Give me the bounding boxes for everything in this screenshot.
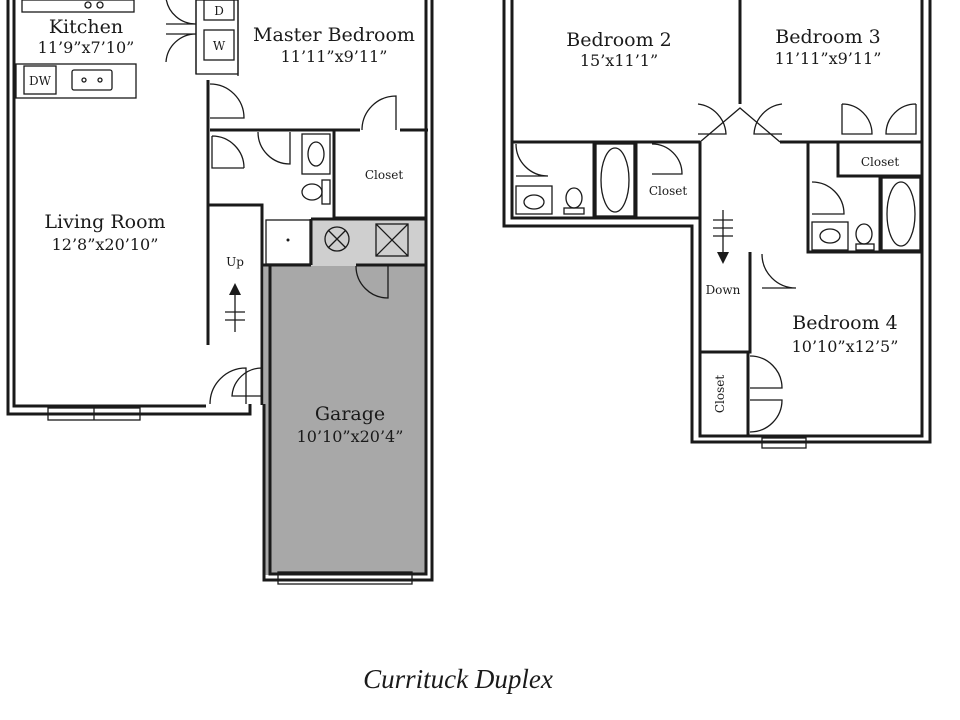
kitchen-counter [15, 63, 137, 99]
bath-divider [592, 142, 638, 218]
first-floor-closet-label: Closet [365, 168, 404, 182]
bath-a-toilet [565, 187, 583, 209]
sink [71, 69, 113, 91]
bedroom4-name: Bedroom 4 [792, 312, 897, 334]
bedroom3-name: Bedroom 3 [775, 26, 880, 48]
closet-a-label: Closet [649, 184, 688, 198]
door-swing-bath-a [515, 143, 549, 177]
bath-b-tub [881, 177, 921, 251]
door-swing-laundry [165, 0, 197, 25]
first-floor [6, 0, 434, 585]
bedroom4-dim: 10’10”x12’5” [792, 337, 899, 356]
second-floor [502, 0, 932, 449]
door-swing-bed3-closet-l [841, 103, 873, 135]
door-swing-garage [355, 265, 389, 299]
first-floor-outer-wall [6, 0, 434, 582]
garage-dim: 10’10”x20’4” [297, 427, 404, 446]
bath-wall [208, 130, 336, 267]
bed4-wall [700, 252, 752, 354]
door-swing-bath-2 [257, 131, 291, 165]
stairs-down-arrow [713, 210, 733, 264]
washer-label: W [213, 39, 226, 53]
closet-b-label: Closet [861, 155, 900, 169]
living-room-name: Living Room [44, 211, 165, 233]
bath-a-sink [515, 185, 553, 215]
first-floor-inner-wall-right [268, 0, 428, 576]
garage-area [264, 266, 426, 575]
master-bedroom-name: Master Bedroom [253, 24, 415, 46]
hall-angle [699, 107, 781, 143]
door-swing-master [209, 83, 245, 119]
living-room-dim: 12’8”x20’10” [52, 235, 159, 254]
bed3-closet-wall [836, 142, 922, 252]
washer [203, 29, 235, 61]
stairs-up-arrow [225, 283, 245, 332]
door-swing-bath [211, 135, 245, 169]
stairs-down-label: Down [706, 283, 741, 297]
closet-c-label: Closet [713, 375, 727, 414]
door-swing-master-closet [361, 95, 397, 131]
hall-east-wall [806, 142, 922, 254]
bedroom4-window [761, 437, 807, 449]
water-heater [324, 226, 350, 252]
utility-area [311, 219, 426, 266]
door-swing-bath-b [811, 181, 845, 215]
bath-sink [301, 133, 331, 175]
master-bedroom-dim: 11’11”x9’11” [281, 47, 388, 66]
kitchen-dim: 11’9”x7’10” [38, 38, 135, 57]
stairs-up-label: Up [226, 255, 244, 269]
second-floor-outer-wall [502, 0, 932, 444]
door-swing-entry [209, 367, 247, 405]
bedroom3-dim: 11’11”x9’11” [775, 49, 882, 68]
linen-shelf [265, 219, 311, 265]
plan-title: Currituck Duplex [363, 664, 553, 694]
bedroom2-name: Bedroom 2 [566, 29, 671, 51]
door-swing-laundry-2 [165, 33, 197, 63]
door-swing-closet-a [651, 143, 683, 175]
laundry-closet [195, 0, 239, 75]
door-swing-bed3-closet-r [885, 103, 917, 135]
door-swing-bed3 [753, 103, 783, 135]
garage-name: Garage [315, 403, 385, 425]
door-swing-bed2 [697, 103, 727, 135]
hvac-unit [375, 223, 409, 257]
dishwasher-label: DW [29, 74, 52, 88]
bath-b-sink [811, 221, 849, 251]
garage-window [277, 571, 413, 585]
dryer [203, 0, 235, 21]
door-swing-closet-c [749, 355, 783, 433]
toilet-bowl [301, 183, 323, 201]
range-top [21, 0, 135, 13]
bath-a-tub [595, 143, 635, 217]
dryer-label: D [214, 4, 224, 18]
dishwasher [23, 65, 57, 95]
bath-b-toilet [855, 223, 873, 245]
first-floor-inner-wall-left [12, 0, 206, 408]
toilet-tank [321, 179, 331, 205]
bath-a-toilet-tank [563, 207, 585, 215]
bedroom2-dim: 15’x11’1” [580, 51, 658, 70]
kitchen-name: Kitchen [49, 16, 123, 38]
door-swing-garage-entry [231, 367, 263, 397]
door-swing-bed4 [761, 253, 797, 289]
